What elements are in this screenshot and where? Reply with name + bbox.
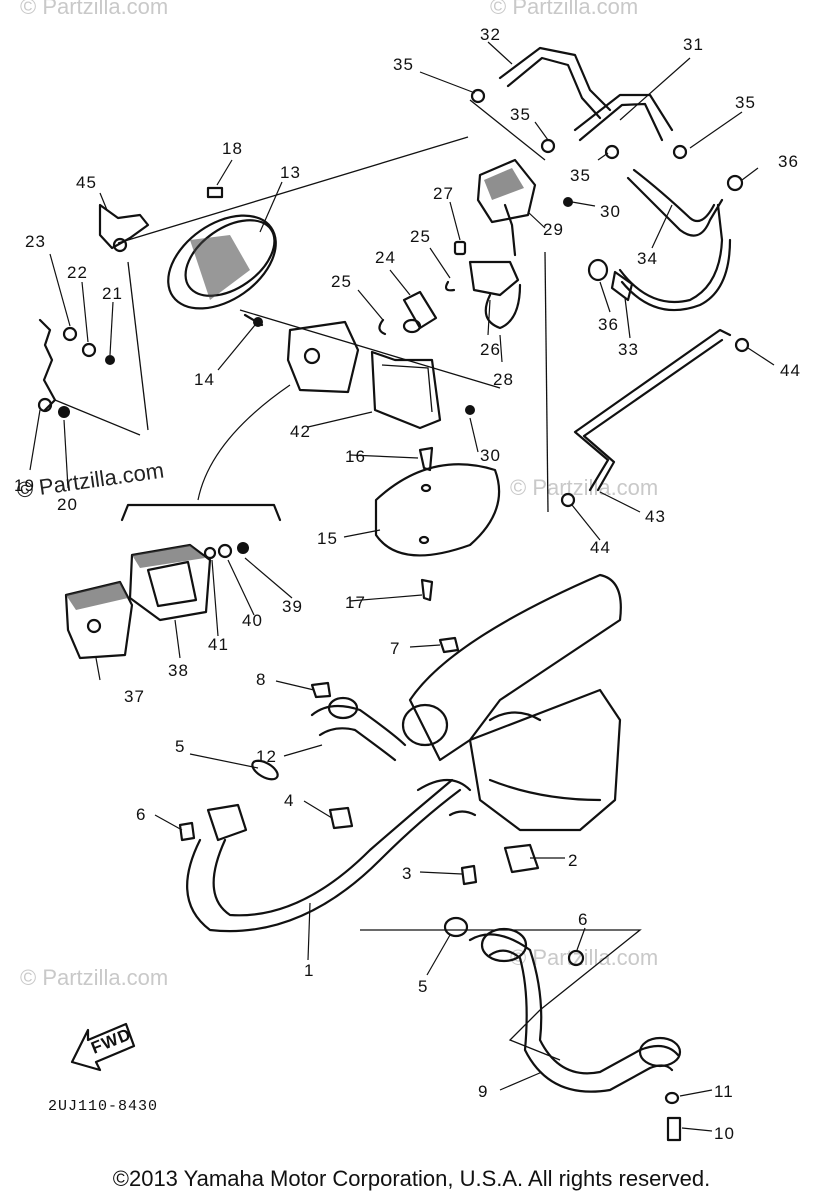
callout-35: 35 [510,105,531,124]
callout-leaders [29,41,775,1132]
callout-20: 20 [57,495,78,514]
group-link-line [197,384,291,501]
hose-assembly [470,46,744,312]
watermark-text: © Partzilla.com [20,0,168,19]
callout-35: 35 [735,93,756,112]
callout-24: 24 [375,248,396,267]
callout-21: 21 [102,284,123,303]
callout-41: 41 [208,635,229,654]
muffler-assembly [186,573,622,933]
filter-case [286,320,475,430]
callout-19: 19 [14,476,35,495]
callout-39: 39 [282,597,303,616]
assembly-lines [54,99,642,1061]
callout-30: 30 [480,446,501,465]
air-cleaner-box [167,186,277,327]
pipe-43 [560,328,750,508]
callout-18: 18 [222,139,243,158]
watermark-text: © Partzilla.com [490,0,638,19]
callout-27: 27 [433,184,454,203]
callout-37: 37 [124,687,145,706]
callout-29: 29 [543,220,564,239]
callout-31: 31 [683,35,704,54]
callout-14: 14 [194,370,215,389]
callout-35: 35 [570,166,591,185]
callout-44: 44 [590,538,611,557]
callout-45: 45 [76,173,97,192]
callout-16: 16 [345,447,366,466]
watermark-text: © Partzilla.com [510,475,658,500]
filter-elements [64,542,249,660]
copyright-notice: ©2013 Yamaha Motor Corporation, U.S.A. A… [112,1166,711,1191]
callout-23: 23 [25,232,46,251]
callout-5: 5 [418,977,428,996]
callout-35: 35 [393,55,414,74]
callout-2: 2 [568,851,578,870]
drawing-code: 2UJ110-8430 [48,1098,158,1115]
callout-3: 3 [402,864,412,883]
fwd-arrow: FWD [70,1022,136,1072]
callout-26: 26 [480,340,501,359]
callout-12: 12 [256,747,277,766]
callout-28: 28 [493,370,514,389]
callout-30: 30 [600,202,621,221]
callout-1: 1 [304,961,314,980]
callout-38: 38 [168,661,189,680]
group-bracket [120,503,282,522]
callout-43: 43 [645,507,666,526]
callout-25: 25 [331,272,352,291]
callout-4: 4 [284,791,294,810]
callout-6: 6 [578,910,588,929]
watermarks: © Partzilla.com © Partzilla.com © Partzi… [15,0,658,990]
callout-32: 32 [480,25,501,44]
callout-34: 34 [637,249,658,268]
callout-36: 36 [778,152,799,171]
bracket-assembly [37,203,150,418]
callout-33: 33 [618,340,639,359]
callout-42: 42 [290,422,311,441]
callout-25: 25 [410,227,431,246]
callout-5: 5 [175,737,185,756]
callout-40: 40 [242,611,263,630]
callout-10: 10 [714,1124,735,1143]
callout-17: 17 [345,593,366,612]
callout-6: 6 [136,805,146,824]
callout-36: 36 [598,315,619,334]
callout-7: 7 [390,639,400,658]
side-cover [374,446,501,602]
callout-labels: 32 31 35 35 35 35 36 18 13 45 27 30 29 2… [14,25,801,1143]
gaskets [178,759,279,842]
watermark-text-dark: © Partzilla.com [15,458,165,503]
callout-22: 22 [67,263,88,282]
callout-13: 13 [280,163,301,182]
callout-9: 9 [478,1082,488,1101]
callout-8: 8 [256,670,266,689]
watermark-text: © Partzilla.com [20,965,168,990]
reed-valve-parts [378,158,573,336]
callout-15: 15 [317,529,338,548]
callout-11: 11 [714,1082,734,1101]
header-pipe [443,916,682,1142]
callout-44: 44 [780,361,801,380]
